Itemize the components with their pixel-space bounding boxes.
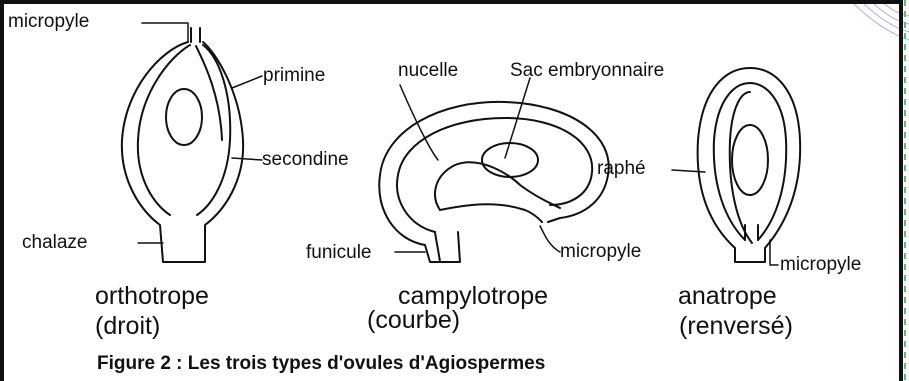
label-secondine: secondine [262,150,349,169]
type-orthotrope: orthotrope [95,284,209,309]
label-chalaze: chalaze [22,233,88,252]
label-primine: primine [263,66,325,85]
type-campylotrope-sub: (courbe) [367,308,460,333]
label-funicule: funicule [306,243,372,262]
label-sac-embryonnaire: Sac embryonnaire [510,61,664,80]
campylotrope-ovule [379,78,608,262]
type-anatrope: anatrope [678,284,777,309]
anatrope-ovule [672,68,800,265]
label-micropyle-campylotrope: micropyle [560,242,641,261]
label-micropyle-orthotrope: micropyle [8,12,89,31]
type-anatrope-sub: (renversé) [679,314,793,339]
label-nucelle: nucelle [398,61,458,80]
orthotrope-ovule [122,23,262,262]
type-orthotrope-sub: (droit) [95,314,160,339]
label-micropyle-anatrope: micropyle [780,255,861,274]
figure-caption: Figure 2 : Les trois types d'ovules d'Ag… [97,353,545,375]
label-raphe: raphé [597,159,646,178]
